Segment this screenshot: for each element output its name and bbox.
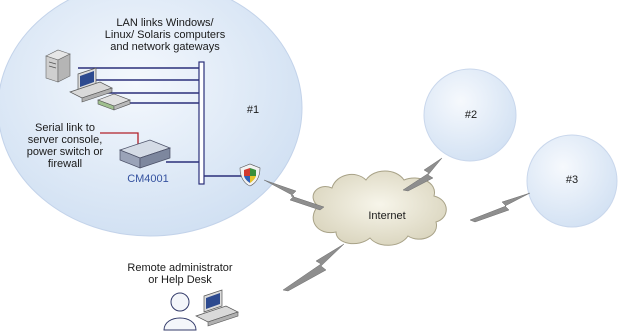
site1-label: #1 [246, 104, 260, 116]
site2-bubble [423, 68, 517, 162]
remote-caption-line-2: or Help Desk [148, 274, 212, 286]
internet-cloud [312, 170, 447, 246]
lightning-site1-internet [263, 179, 325, 211]
site2-label: #2 [464, 109, 478, 121]
serial-caption: Serial link to server console, power swi… [22, 122, 108, 170]
lan-caption: LAN links Windows/ Linux/ Solaris comput… [80, 17, 250, 53]
lan-links [78, 67, 242, 177]
lan-backbone [198, 61, 205, 185]
gateway-icon [97, 93, 131, 111]
lightning-site2-internet [402, 157, 443, 192]
remote-computer-icon [195, 289, 239, 327]
wan-links [263, 157, 531, 292]
lightning-remote-internet [282, 243, 345, 292]
server-icon [45, 49, 71, 83]
lightning-site3-internet [469, 192, 531, 223]
firewall-shield-icon [239, 163, 261, 187]
site1-bubble [0, 0, 303, 237]
remote-caption: Remote administrator or Help Desk [100, 262, 260, 286]
remote-caption-line-1: Remote administrator [127, 262, 233, 274]
lan-caption-line-2: Linux/ Solaris computers [104, 29, 226, 41]
device-name-label: CM4001 [127, 173, 169, 185]
site3-label: #3 [565, 174, 579, 186]
serial-caption-line-4: firewall [47, 158, 83, 170]
serial-caption-line-1: Serial link to [35, 122, 95, 134]
cm4001-device-icon [118, 139, 172, 169]
serial-caption-line-2: server console, [27, 134, 103, 146]
serial-caption-line-3: power switch or [26, 146, 104, 158]
internet-label: Internet [368, 210, 406, 222]
site3-bubble [526, 134, 618, 228]
workstation-icon [69, 67, 113, 103]
lan-caption-line-3: and network gateways [110, 41, 220, 53]
remote-admin-person-icon [163, 292, 197, 331]
lan-caption-line-1: LAN links Windows/ [116, 17, 214, 29]
